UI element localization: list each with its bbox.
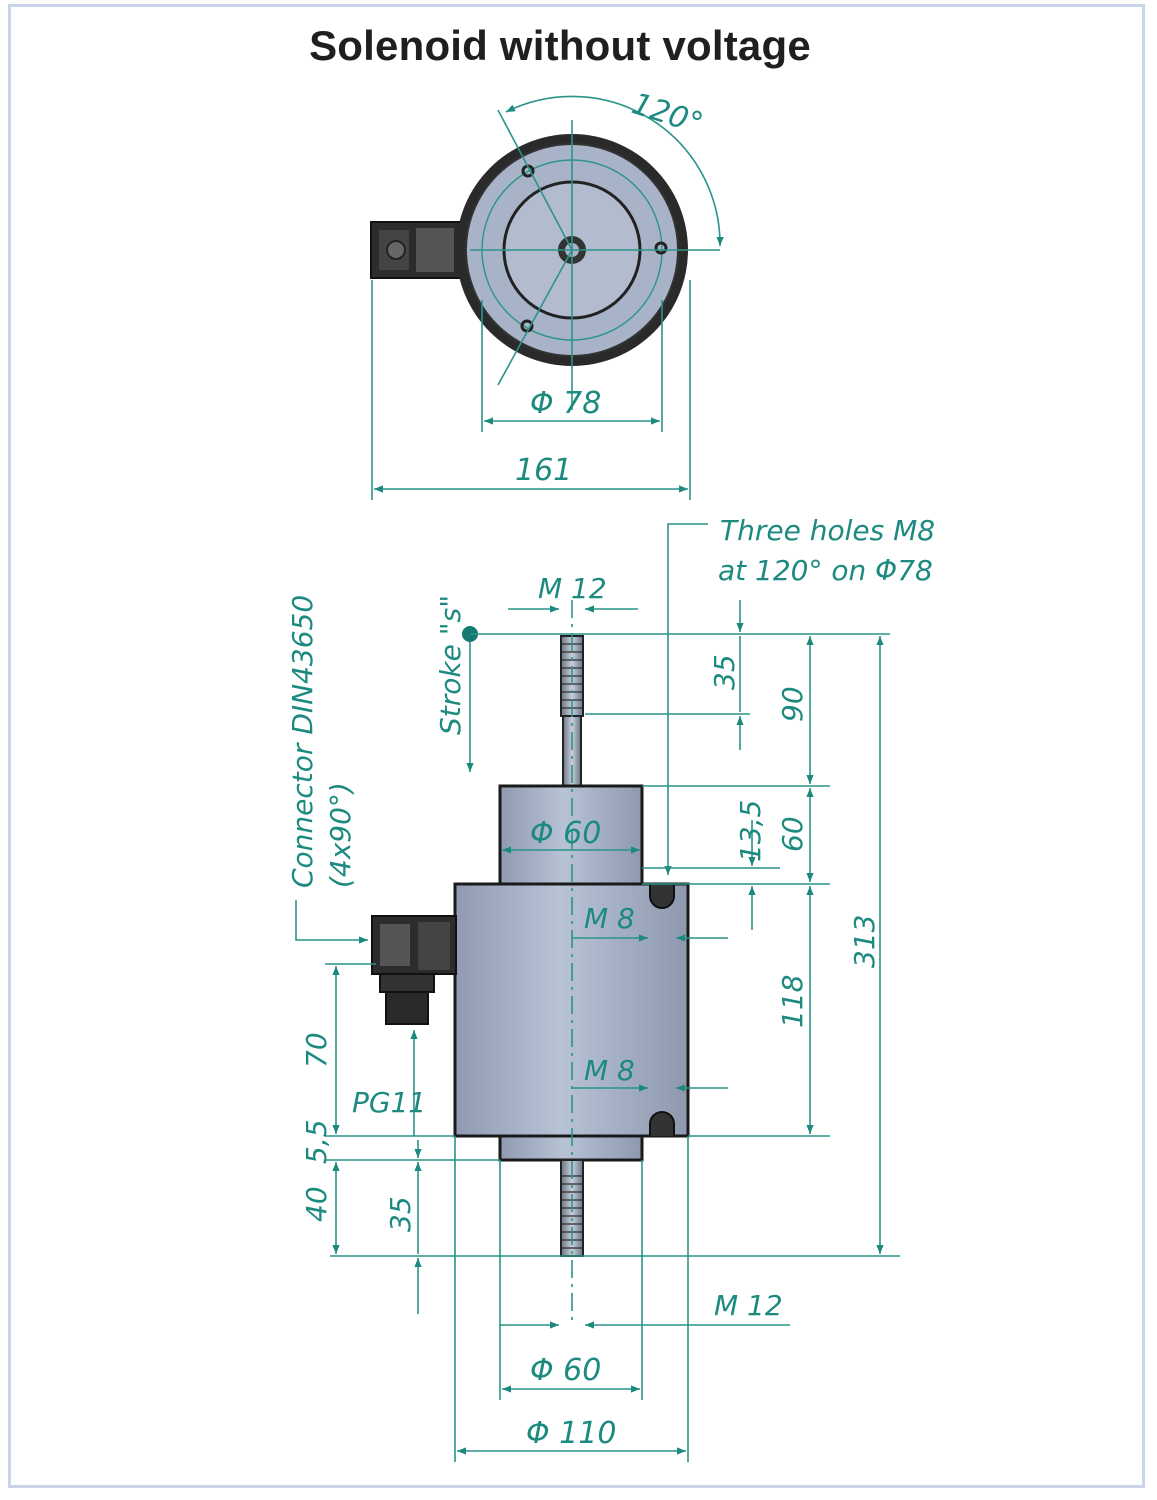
angle-label: 120° — [628, 86, 708, 142]
connector-line1: Connector DIN43650 — [286, 595, 319, 888]
top-view-connector — [370, 221, 462, 279]
dim-13-5: 13,5 — [734, 800, 767, 862]
thread-top-label: M 12 — [538, 572, 607, 605]
top-flange-dia-label: Φ 60 — [530, 816, 601, 851]
overall-width-label: 161 — [515, 453, 572, 488]
side-view — [371, 600, 690, 1320]
m8-upper-label: M 8 — [584, 902, 635, 935]
thread-bottom-label: M 12 — [714, 1289, 783, 1322]
pcd-label: Φ 78 — [530, 386, 601, 421]
dim-313: 313 — [848, 915, 881, 968]
side-dimensions: M 12 Three holes M8 at 120° on Φ78 Strok… — [286, 514, 935, 1462]
dim-90: 90 — [776, 686, 809, 722]
holes-note-line2: at 120° on Φ78 — [718, 554, 933, 587]
dim-40: 40 — [300, 1186, 333, 1222]
dim-70: 70 — [300, 1032, 333, 1068]
side-connector — [371, 915, 457, 1025]
holes-note-line1: Three holes M8 — [720, 514, 935, 547]
dim-118: 118 — [776, 975, 809, 1028]
dim-35-top: 35 — [708, 654, 741, 690]
dim-5-5: 5,5 — [300, 1119, 333, 1164]
stroke-label: Stroke "s" — [434, 595, 467, 735]
page-title: Solenoid without voltage — [309, 22, 811, 69]
pg-label: PG11 — [352, 1086, 426, 1119]
top-view: 120° Φ 78 161 — [370, 86, 724, 500]
bottom-flange — [498, 1134, 644, 1162]
bottom-flange-dia-label: Φ 60 — [530, 1353, 601, 1388]
connector-line2: (4x90°) — [324, 782, 357, 888]
dim-60: 60 — [776, 816, 809, 852]
dim-35-bottom: 35 — [384, 1196, 417, 1232]
m8-lower-label: M 8 — [584, 1054, 635, 1087]
body-dia-label: Φ 110 — [526, 1416, 616, 1451]
